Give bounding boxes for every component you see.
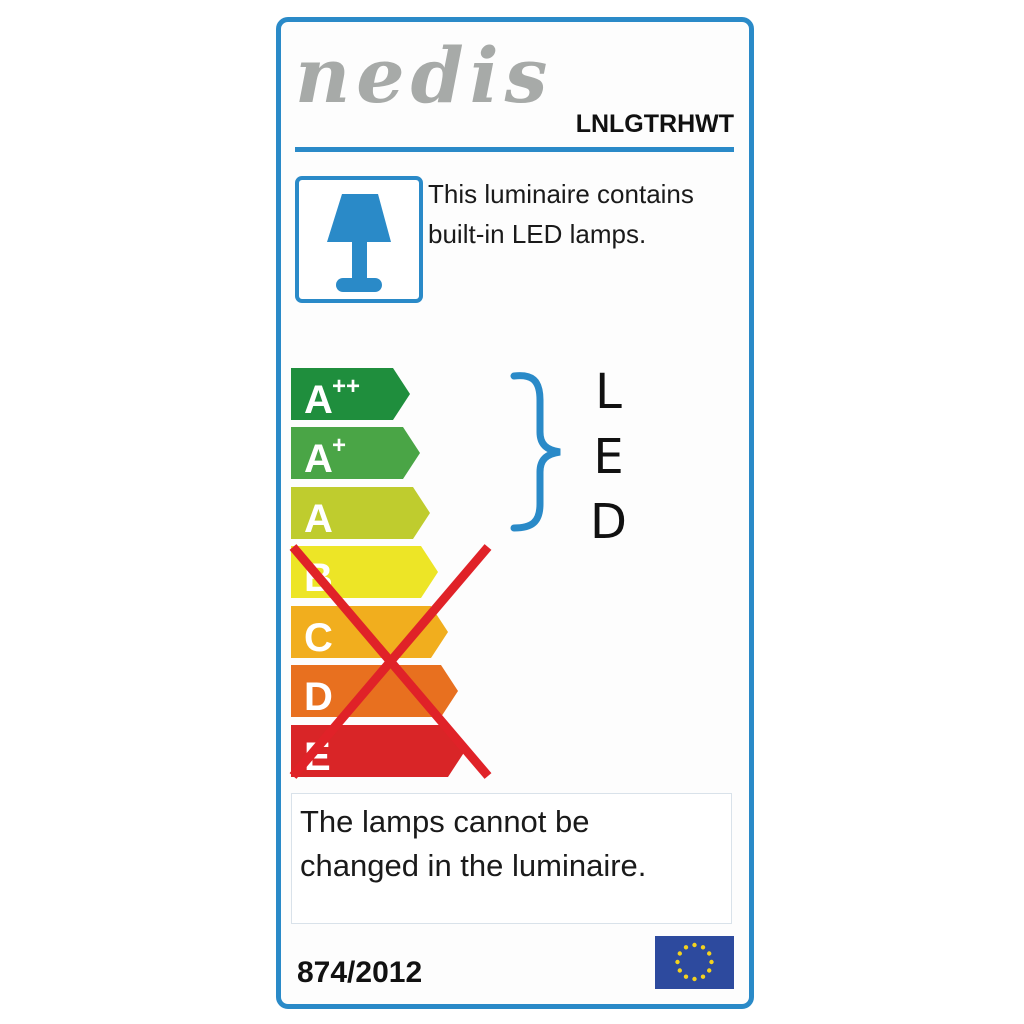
- led-letter-l: L: [595, 364, 622, 420]
- regulation-number: 874/2012: [297, 956, 423, 989]
- info-text: This luminaire contains built-in LED lam…: [428, 174, 748, 254]
- led-label: L E D: [586, 360, 631, 555]
- svg-text:nedis: nedis: [295, 36, 553, 116]
- led-letter-e: E: [593, 429, 624, 485]
- led-letter-d: D: [590, 494, 627, 550]
- header-divider: [295, 147, 734, 152]
- eu-flag-icon: [655, 936, 734, 989]
- table-lamp-icon: [327, 194, 391, 292]
- note-line-2: changed in the luminaire.: [300, 848, 647, 883]
- info-line-1: This luminaire contains: [428, 179, 694, 209]
- note-line-1: The lamps cannot be: [300, 804, 590, 839]
- lamp-icon-box: [295, 176, 423, 303]
- nedis-logo: nedis: [295, 36, 553, 116]
- info-line-2: built-in LED lamps.: [428, 219, 647, 249]
- note-box: [291, 793, 732, 924]
- note-text: The lamps cannot be changed in the lumin…: [300, 800, 730, 888]
- curly-brace-icon: [510, 372, 561, 532]
- model-code: LNLGTRHWT: [575, 110, 734, 138]
